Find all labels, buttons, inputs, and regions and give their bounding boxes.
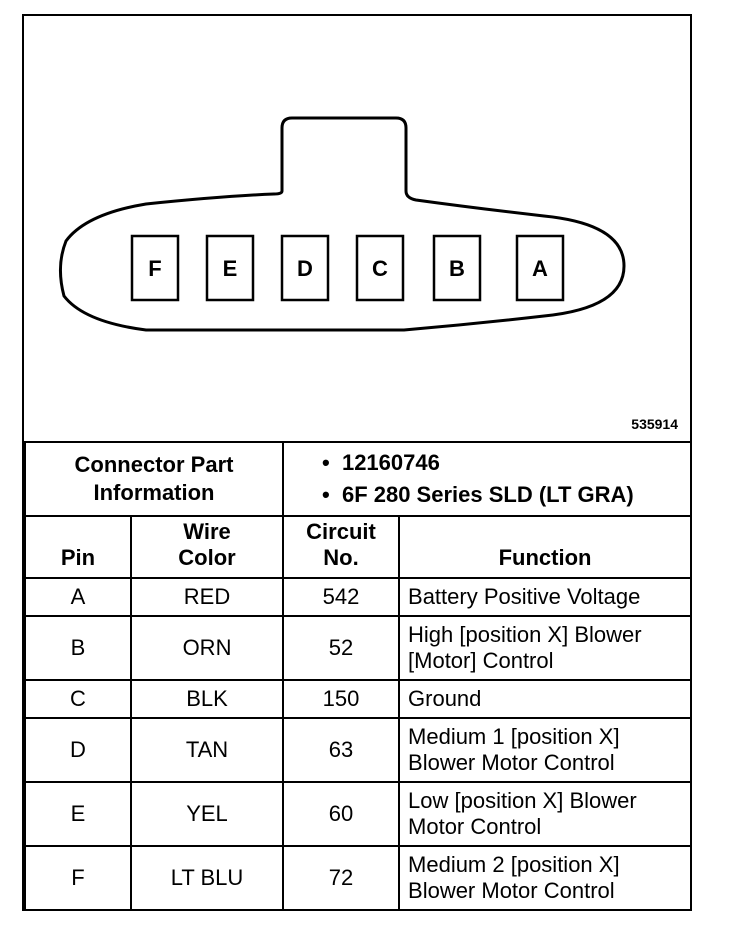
connector-pin-e: E (205, 234, 255, 302)
pin-label: E (223, 256, 238, 281)
cell-pin: E (24, 781, 132, 847)
part-info-label-line1: Connector Part (74, 452, 234, 477)
connector-pin-b: B (432, 234, 482, 302)
cell-function: Ground (398, 679, 693, 719)
part-info-values: • 12160746 • 6F 280 Series SLD (LT GRA) (282, 441, 693, 517)
pin-label: A (532, 256, 548, 281)
function-line1: Battery Positive Voltage (408, 584, 641, 609)
part-info-label: Connector Part Information (23, 441, 285, 517)
part-number: • 12160746 (322, 450, 440, 475)
connector-pin-a: A (515, 234, 565, 302)
cell-wire-color: BLK (129, 679, 285, 719)
header-pin: Pin (24, 515, 132, 579)
pin-label: B (449, 256, 465, 281)
part-info-row: Connector Part Information • 12160746 • … (23, 441, 693, 517)
cell-function: High [position X] Blower[Motor] Control (398, 615, 693, 681)
function-line1: High [position X] Blower (408, 622, 642, 647)
cell-pin: B (24, 615, 132, 681)
cell-circuit: 63 (282, 717, 401, 783)
function-line2: Blower Motor Control (408, 878, 615, 903)
connector-series: • 6F 280 Series SLD (LT GRA) (322, 482, 634, 507)
function-line1: Low [position X] Blower (408, 788, 637, 813)
function-line2: [Motor] Control (408, 648, 554, 673)
connector-table: Connector Part Information • 12160746 • … (23, 441, 693, 911)
cell-circuit: 150 (282, 679, 401, 719)
cell-circuit: 72 (282, 845, 401, 911)
cell-wire-color: TAN (129, 717, 285, 783)
cell-pin: C (24, 679, 132, 719)
part-info-label-line2: Information (93, 480, 215, 505)
cell-function: Medium 1 [position X]Blower Motor Contro… (398, 717, 693, 783)
cell-circuit: 542 (282, 577, 401, 617)
cell-wire-color: RED (129, 577, 285, 617)
cell-wire-color: LT BLU (129, 845, 285, 911)
pin-label: F (148, 256, 161, 281)
cell-function: Battery Positive Voltage (398, 577, 693, 617)
cell-wire-color: YEL (129, 781, 285, 847)
cell-pin: F (24, 845, 132, 911)
function-line1: Ground (408, 686, 482, 711)
figure-number: 535914 (631, 416, 678, 432)
function-line1: Medium 2 [position X] (408, 852, 620, 877)
connector-pin-d: D (280, 234, 330, 302)
cell-circuit: 52 (282, 615, 401, 681)
connector-pin-c: C (355, 234, 405, 302)
function-line2: Motor Control (408, 814, 542, 839)
cell-pin: D (24, 717, 132, 783)
cell-pin: A (24, 577, 132, 617)
function-line2: Blower Motor Control (408, 750, 615, 775)
connector-outline (59, 116, 626, 332)
function-line1: Medium 1 [position X] (408, 724, 620, 749)
cell-circuit: 60 (282, 781, 401, 847)
pin-label: C (372, 256, 388, 281)
cell-wire-color: ORN (129, 615, 285, 681)
header-function: Function (398, 515, 693, 579)
cell-function: Medium 2 [position X]Blower Motor Contro… (398, 845, 693, 911)
pin-label: D (297, 256, 313, 281)
connector-pin-f: F (130, 234, 180, 302)
